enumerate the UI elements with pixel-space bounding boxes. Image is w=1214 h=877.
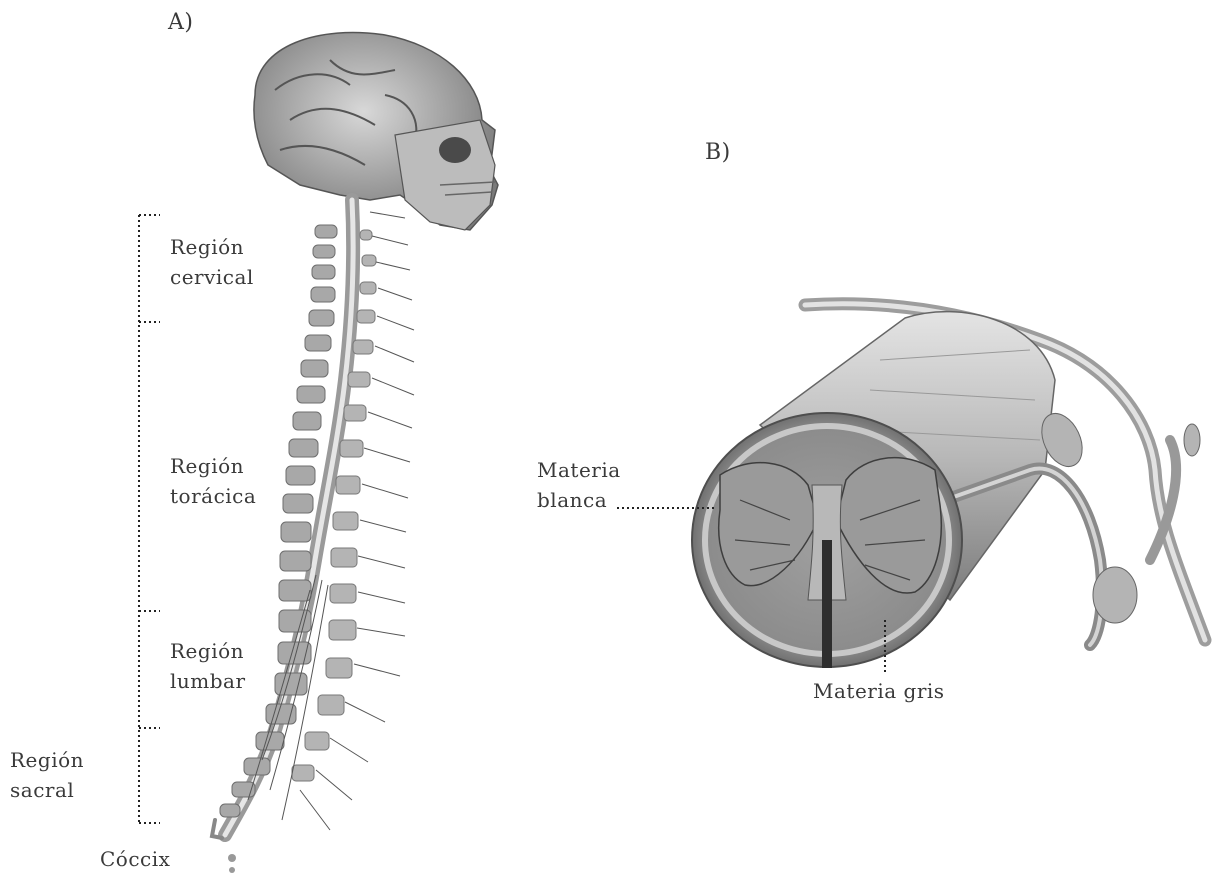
gray-matter-label: Materia gris	[813, 676, 945, 706]
coccyx-label: Cóccix	[100, 844, 170, 874]
region-sacral-line2: sacral	[10, 775, 84, 805]
region-sacral-label: Región sacral	[10, 745, 84, 805]
region-cervical-line1: Región	[170, 232, 254, 262]
white-matter-line1: Materia	[537, 455, 621, 485]
region-bracket	[139, 215, 160, 823]
white-matter-label: Materia blanca	[537, 455, 621, 515]
region-sacral-line1: Región	[10, 745, 84, 775]
panel-b-label: B)	[705, 138, 731, 168]
spinal-column-illustration	[212, 200, 414, 873]
region-cervical-label: Región cervical	[170, 232, 254, 292]
region-lumbar-label: Región lumbar	[170, 636, 246, 696]
region-lumbar-line2: lumbar	[170, 666, 246, 696]
spinal-cord-illustration	[692, 304, 1205, 668]
skull-brain-illustration	[254, 33, 498, 231]
region-thoracic-line1: Región	[170, 451, 256, 481]
region-cervical-line2: cervical	[170, 262, 254, 292]
region-thoracic-line2: torácica	[170, 481, 256, 511]
region-thoracic-label: Región torácica	[170, 451, 256, 511]
region-lumbar-line1: Región	[170, 636, 246, 666]
panel-a-label: A)	[168, 8, 193, 38]
white-matter-line2: blanca	[537, 485, 621, 515]
